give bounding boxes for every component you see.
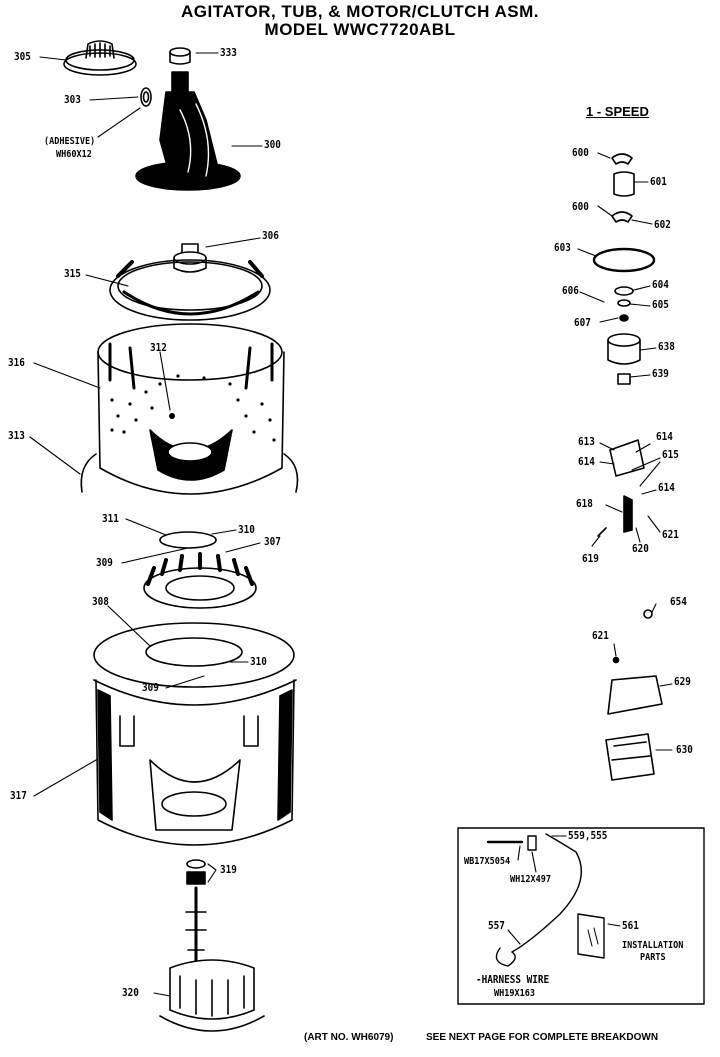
seal-303-drawing — [140, 87, 152, 107]
parts-label: PARTS — [640, 952, 666, 963]
transmission-320-drawing — [159, 886, 265, 1032]
callout-629: 629 — [674, 675, 691, 688]
callout-303: 303 — [64, 93, 81, 106]
callout-621-lower: 621 — [592, 629, 609, 642]
callout-614-top: 614 — [656, 430, 673, 443]
callout-309-lower: 309 — [142, 681, 159, 694]
basket-316-drawing — [97, 323, 285, 495]
callout-600-lower: 600 — [572, 200, 589, 213]
harness-wire-part: WH19X163 — [494, 988, 535, 999]
balance-ring-315-drawing — [109, 259, 271, 321]
model-number: MODEL WWC7720ABL — [264, 20, 456, 39]
nut-307-drawing — [143, 552, 257, 609]
callout-614-right: 614 — [658, 481, 675, 494]
art-number: (ART NO. WH6079) — [304, 1032, 394, 1043]
installation-parts-box — [457, 827, 705, 1005]
callout-316: 316 — [8, 356, 25, 369]
callout-311: 311 — [102, 512, 119, 525]
callout-adhesive: (ADHESIVE) — [44, 136, 96, 147]
callout-619: 619 — [582, 552, 599, 565]
callout-639: 639 — [652, 367, 669, 380]
callout-300: 300 — [264, 138, 281, 151]
callout-312: 312 — [150, 341, 167, 354]
installation-label: INSTALLATION — [622, 940, 684, 951]
clutch-parts-drawing — [592, 153, 663, 781]
callout-601: 601 — [650, 175, 667, 188]
callout-604: 604 — [652, 278, 669, 291]
leader-lines — [29, 52, 673, 997]
callout-615: 615 — [662, 448, 679, 461]
callout-319: 319 — [220, 863, 237, 876]
callout-wh12x497: WH12X497 — [510, 874, 551, 885]
callout-315: 315 — [64, 267, 81, 280]
harness-wire-label: -HARNESS WIRE — [476, 973, 550, 986]
callout-310-upper: 310 — [238, 523, 255, 536]
callout-308: 308 — [92, 595, 109, 608]
callout-309-upper: 309 — [96, 556, 113, 569]
seal-319-drawing — [186, 859, 206, 885]
callout-607: 607 — [574, 316, 591, 329]
diagram-title: AGITATOR, TUB, & MOTOR/CLUTCH ASM. — [181, 2, 539, 21]
outer-tub-317-drawing — [93, 622, 297, 846]
callout-621-upper: 621 — [662, 528, 679, 541]
callout-313: 313 — [8, 429, 25, 442]
callout-654: 654 — [670, 595, 687, 608]
callout-613: 613 — [578, 435, 595, 448]
callout-310-lower: 310 — [250, 655, 267, 668]
callout-305: 305 — [14, 50, 31, 63]
callout-557: 557 — [488, 919, 505, 932]
ring-313-drawing — [80, 453, 299, 493]
agitator-cap-305-drawing — [63, 40, 137, 76]
callout-605: 605 — [652, 298, 669, 311]
callout-333: 333 — [220, 46, 237, 59]
callout-606: 606 — [562, 284, 579, 297]
callout-561: 561 — [622, 919, 639, 932]
callout-adhesive-part: WH60X12 — [56, 149, 92, 160]
cap-333-drawing — [169, 47, 191, 65]
callout-638: 638 — [658, 340, 675, 353]
clamp-ring-311-drawing — [159, 531, 217, 549]
callout-307: 307 — [264, 535, 281, 548]
callout-630: 630 — [676, 743, 693, 756]
callout-602: 602 — [654, 218, 671, 231]
callout-320: 320 — [122, 986, 139, 999]
callout-614-left: 614 — [578, 455, 595, 468]
callout-618: 618 — [576, 497, 593, 510]
hub-306-drawing — [173, 243, 207, 273]
callout-620: 620 — [632, 542, 649, 555]
callout-wb17x5054: WB17X5054 — [464, 856, 511, 867]
callout-603: 603 — [554, 241, 571, 254]
callout-306: 306 — [262, 229, 279, 242]
agitator-300-drawing — [135, 71, 241, 191]
footer-note: SEE NEXT PAGE FOR COMPLETE BREAKDOWN — [426, 1032, 659, 1043]
callout-317: 317 — [10, 789, 27, 802]
callout-600-upper: 600 — [572, 146, 589, 159]
callout-559-555: 559,555 — [568, 829, 608, 842]
section-label-1-speed: 1 - SPEED — [586, 104, 649, 119]
